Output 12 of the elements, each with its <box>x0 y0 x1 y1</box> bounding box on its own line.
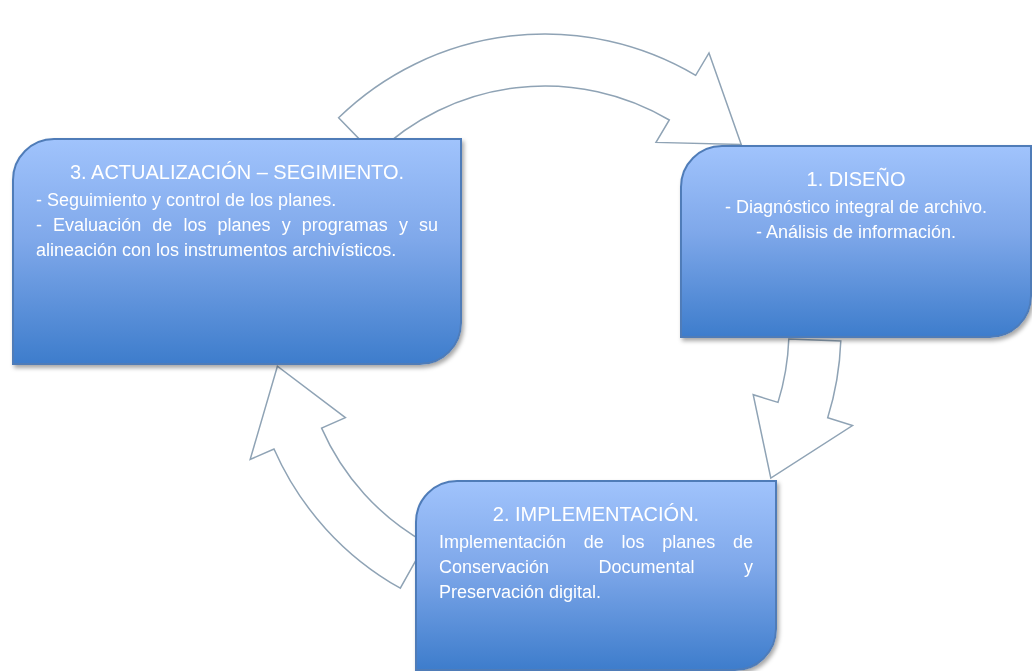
box-text: Implementación de los planes de Conservación Documental y Preservación digital. <box>439 531 753 605</box>
process-box <box>680 145 1032 338</box>
box-text: - Análisis de información. <box>754 221 958 245</box>
box-heading: 1. DISEÑO <box>805 166 907 192</box>
box-text: - Diagnóstico integral de archivo. <box>723 196 989 219</box>
box-text: - Evaluación de los planes y programas y su alineación con los instrumentos archivísticos. <box>36 214 438 263</box>
box-heading: 3. ACTUALIZACIÓN – SEGIMIENTO. <box>68 160 406 185</box>
process-box <box>12 138 462 365</box>
box-text: - Seguimiento y control de los planes. <box>36 189 338 212</box>
box-heading: 2. IMPLEMENTACIÓN. <box>491 502 701 527</box>
process-box <box>415 480 777 671</box>
curved-block-arrow <box>752 338 854 479</box>
